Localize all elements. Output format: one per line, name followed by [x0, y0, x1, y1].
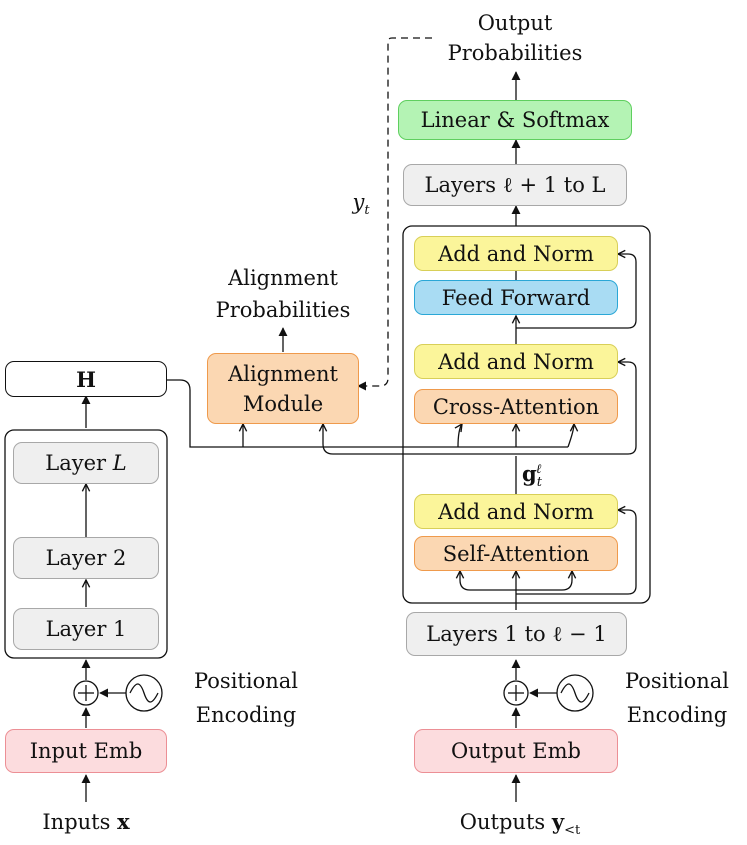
alignment-probabilities-label: Alignment Probabilities	[215, 266, 351, 322]
y-t-label: yt	[352, 190, 370, 219]
linear-softmax-box: Linear & Softmax	[398, 100, 632, 140]
g-t-label: gtℓ	[522, 461, 542, 491]
decoder-block	[402, 225, 651, 604]
encoder-layer-L: Layer L	[13, 442, 159, 484]
decoder-layers-high: Layers ℓ + 1 to L	[403, 164, 627, 206]
add-norm-box-3: Add and Norm	[414, 236, 618, 271]
feed-forward-box: Feed Forward	[414, 280, 618, 315]
inputs-label: Inputs x	[42, 809, 130, 834]
add-norm-box-1: Add and Norm	[414, 494, 618, 529]
add-norm-box-2: Add and Norm	[414, 344, 618, 379]
cross-attention-box: Cross-Attention	[414, 389, 618, 424]
encoder-output-H: H	[5, 361, 167, 397]
encoder-layer-2: Layer 2	[13, 537, 159, 579]
alignment-module-box: Alignment Module	[207, 353, 359, 424]
inputs-symbol: x	[117, 809, 130, 834]
encoder-layer-1: Layer 1	[13, 608, 159, 650]
encoder-positional-encoding: Positional Encoding	[194, 669, 298, 727]
output-probabilities-label: Output Probabilities	[447, 11, 583, 65]
decoder-positional-encoding: Positional Encoding	[625, 669, 729, 727]
input-emb-box: Input Emb	[5, 729, 167, 773]
output-emb-box: Output Emb	[414, 729, 618, 773]
outputs-label: Outputs y<t	[459, 809, 581, 839]
encoder-block	[4, 429, 168, 659]
self-attention-box: Self-Attention	[414, 536, 618, 571]
decoder-layers-low: Layers 1 to ℓ − 1	[406, 612, 627, 656]
